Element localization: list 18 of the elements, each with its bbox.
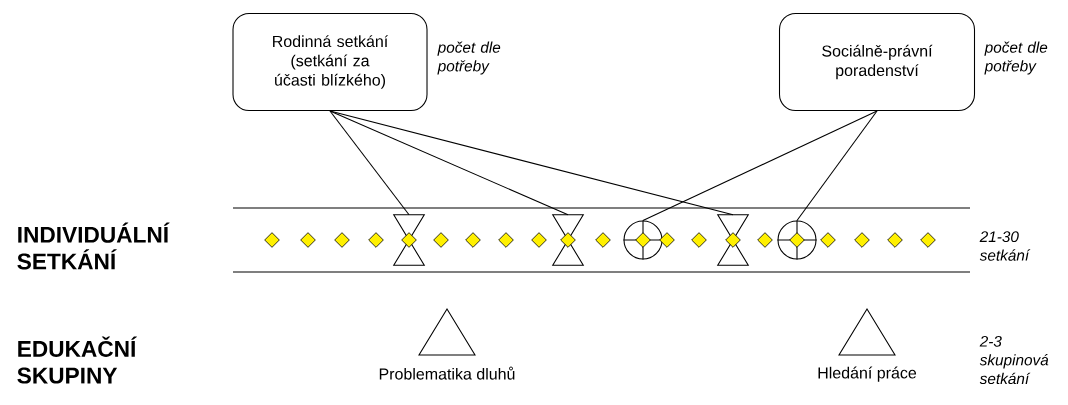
hourglass-symbol (392, 214, 426, 266)
connector-line (329, 110, 569, 216)
connector-line (642, 110, 878, 221)
hourglass-symbol (551, 214, 585, 266)
rounded-box: Rodinná setkání (setkání za účasti blízkého) (232, 12, 428, 112)
note-text: 2-3 skupinová setkání (979, 335, 1049, 385)
rounded-box: Sociálně-právní poradenství (778, 12, 976, 112)
crosshair-circle (776, 219, 818, 261)
crosshair-circle (622, 219, 664, 261)
note-text: 21-30 setkání (979, 231, 1031, 261)
hourglass-symbol (716, 214, 750, 266)
note-text: počet dle potřeby (984, 41, 1048, 75)
row-heading: EDUKAČNÍ SKUPINY (17, 336, 137, 384)
row-heading: INDIVIDUÁLNÍ SETKÁNÍ (17, 222, 170, 270)
connector-line (329, 110, 734, 216)
note-text: počet dle potřeby (437, 41, 501, 75)
connector-line (329, 110, 410, 216)
connector-line (796, 110, 878, 221)
